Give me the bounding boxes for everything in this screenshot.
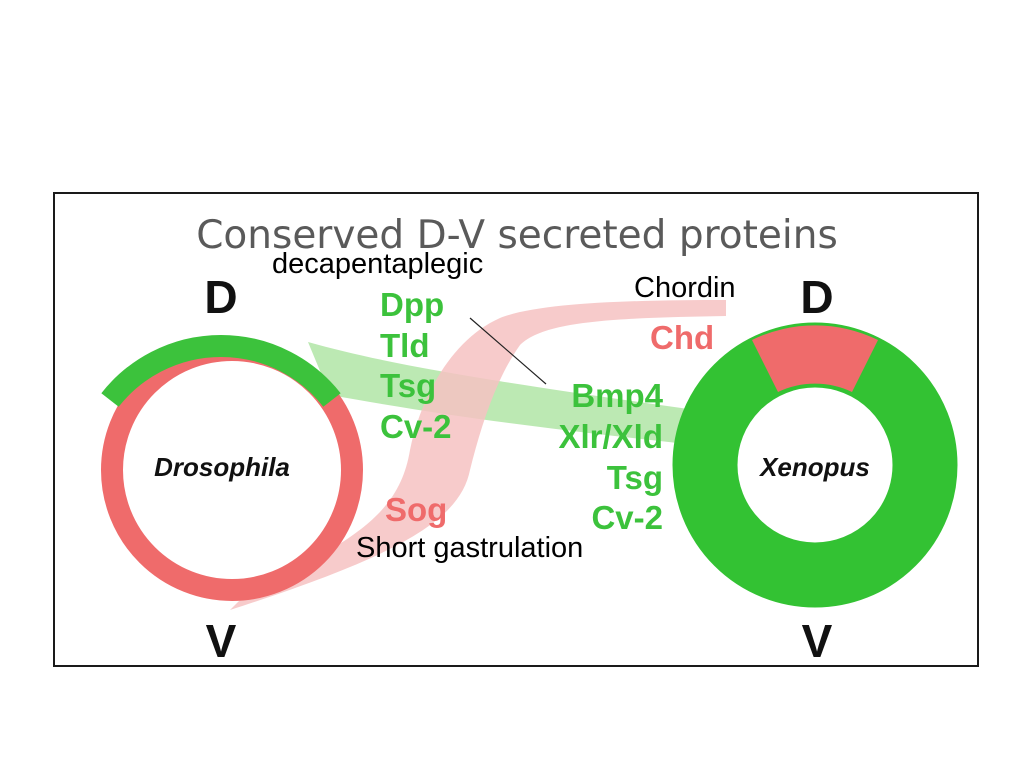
drosophila-protein-tld: Tld: [380, 327, 429, 364]
figure-title: Conserved D-V secreted proteins: [196, 213, 838, 258]
xenopus-protein-tsg: Tsg: [607, 459, 663, 496]
drosophila-protein-dpp: Dpp: [380, 286, 444, 323]
drosophila-ventral-label: V: [206, 615, 237, 667]
drosophila-dorsal-label: D: [204, 271, 237, 323]
green-connector-band: [308, 342, 695, 445]
xenopus-protein-bmp4: Bmp4: [571, 377, 663, 414]
xenopus-ventral-label: V: [802, 615, 833, 667]
xenopus-ring: [672, 322, 958, 608]
xenopus-protein-xlr-xld: Xlr/Xld: [558, 418, 663, 455]
drosophila-dorsal-arc: [101, 334, 341, 407]
xenopus-label: Xenopus: [758, 452, 870, 482]
drosophila-protein-tsg: Tsg: [380, 367, 436, 404]
xenopus-protein-chd: Chd: [650, 319, 714, 356]
drosophila-ring: [101, 334, 363, 601]
drosophila-label: Drosophila: [154, 452, 290, 482]
dpp-bmp4-connector-line: [469, 317, 547, 385]
xenopus-protein-cv2: Cv-2: [591, 499, 663, 536]
annotation-decapentaplegic: decapentaplegic: [272, 248, 483, 280]
xenopus-dorsal-label: D: [800, 271, 833, 323]
annotation-chordin: Chordin: [634, 272, 736, 304]
drosophila-protein-sog: Sog: [385, 491, 447, 528]
drosophila-protein-cv2: Cv-2: [380, 408, 452, 445]
xenopus-dorsal-sector: [752, 325, 878, 392]
annotation-short-gastrulation: Short gastrulation: [356, 532, 583, 564]
